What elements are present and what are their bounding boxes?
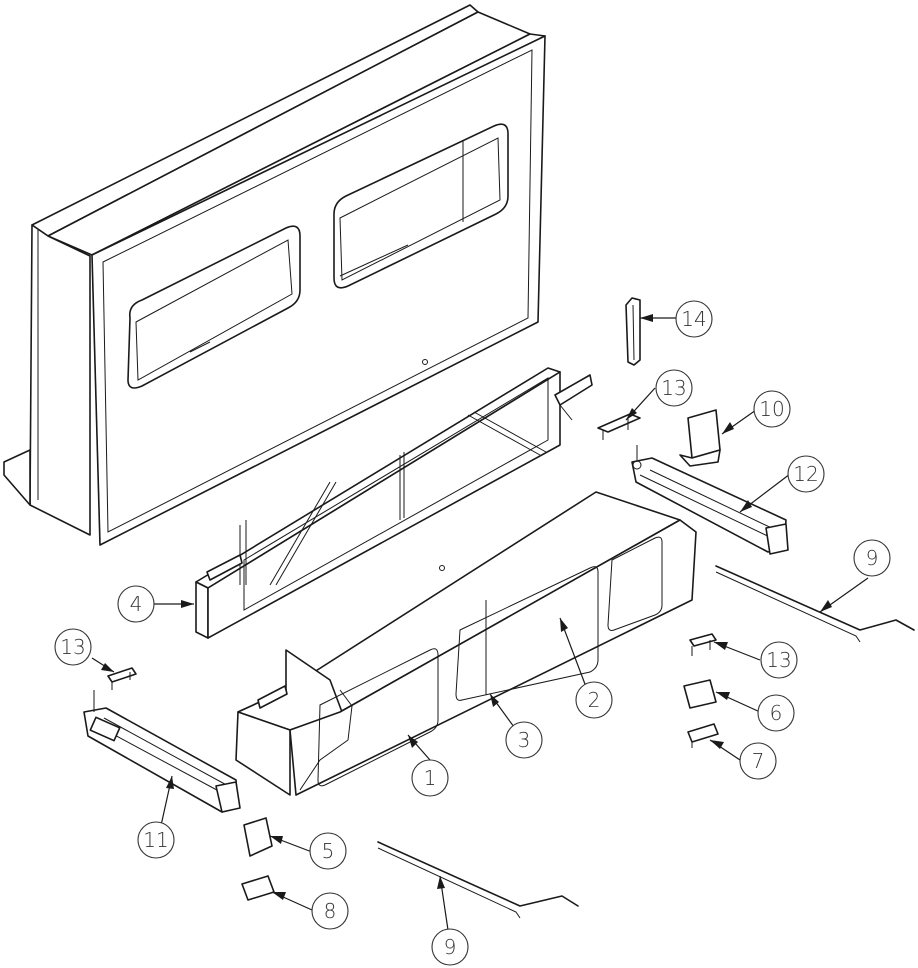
callout-label: 6 xyxy=(770,701,783,725)
callout-label: 2 xyxy=(588,688,601,712)
callout-4: 4 xyxy=(118,586,154,622)
callout-9-right: 9 xyxy=(854,540,890,576)
bracket-part-5 xyxy=(244,818,272,856)
callout-label: 12 xyxy=(793,462,818,486)
callout-14: 14 xyxy=(676,301,712,337)
callout-label: 9 xyxy=(444,935,457,959)
callout-6: 6 xyxy=(758,695,794,731)
bracket-part-6 xyxy=(684,680,716,708)
callout-label: 7 xyxy=(752,749,765,773)
clip-part-13-top xyxy=(598,414,640,440)
callout-label: 8 xyxy=(324,899,337,923)
callout-7: 7 xyxy=(740,743,776,779)
callout-label: 3 xyxy=(518,728,531,752)
callout-label: 13 xyxy=(60,635,85,659)
callout-3: 3 xyxy=(506,722,542,758)
callout-label: 13 xyxy=(661,376,686,400)
clip-part-13-right xyxy=(690,634,716,656)
callout-13-top: 13 xyxy=(656,370,692,406)
bracket-part-14 xyxy=(626,298,640,365)
callout-label: 13 xyxy=(766,648,791,672)
callout-1: 1 xyxy=(412,760,448,796)
callout-label: 14 xyxy=(681,307,706,331)
callout-label: 5 xyxy=(322,839,335,863)
callout-9-bottom: 9 xyxy=(432,929,468,965)
actuator-part-11 xyxy=(84,690,240,812)
rod-part-9-right xyxy=(716,566,914,642)
callout-label: 4 xyxy=(130,592,143,616)
callout-label: 9 xyxy=(866,546,879,570)
callout-10: 10 xyxy=(754,391,790,427)
callout-11: 11 xyxy=(138,822,174,858)
bracket-part-7 xyxy=(688,724,718,748)
callout-label: 11 xyxy=(143,828,168,852)
callout-12: 12 xyxy=(788,456,824,492)
callout-label: 10 xyxy=(759,397,784,421)
callout-label: 1 xyxy=(424,766,437,790)
bracket-part-8 xyxy=(242,876,274,900)
bracket-part-10 xyxy=(680,410,720,466)
callout-2: 2 xyxy=(576,682,612,718)
callout-8: 8 xyxy=(312,893,348,929)
rod-part-9-bottom xyxy=(378,842,578,918)
callout-5: 5 xyxy=(310,833,346,869)
callout-13-right: 13 xyxy=(761,642,797,678)
callout-13-left: 13 xyxy=(55,629,91,665)
